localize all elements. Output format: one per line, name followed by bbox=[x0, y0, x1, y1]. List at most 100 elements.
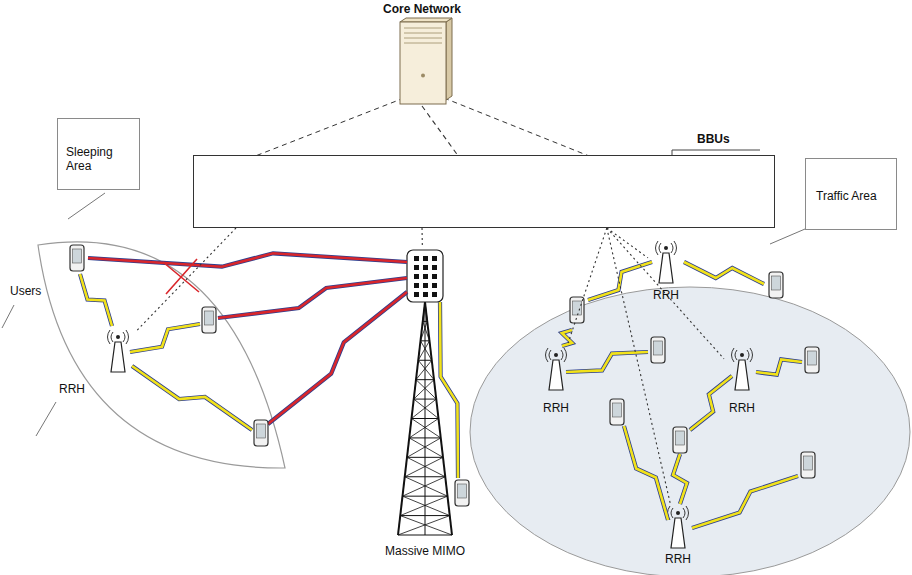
wireless-link bbox=[130, 324, 200, 352]
tower-brace bbox=[407, 457, 445, 476]
mimo-element bbox=[432, 283, 437, 288]
phone-body bbox=[801, 452, 815, 478]
mimo-element bbox=[414, 292, 419, 297]
user-phone bbox=[805, 347, 819, 373]
tower-brace bbox=[400, 496, 447, 515]
link-bolt bbox=[130, 324, 200, 352]
fronthaul-line bbox=[568, 228, 607, 343]
link-outline bbox=[624, 426, 668, 520]
user-phone bbox=[610, 399, 624, 425]
wireless-link bbox=[440, 302, 458, 478]
rrh-antenna-icon bbox=[108, 330, 129, 372]
rrh-antenna-icon bbox=[732, 348, 753, 390]
mimo-element bbox=[423, 274, 428, 279]
mimo-element bbox=[432, 256, 437, 261]
antenna-body bbox=[111, 342, 125, 372]
rrh-antenna-icon bbox=[546, 348, 567, 390]
mimo-element bbox=[414, 274, 419, 279]
tower-bar bbox=[403, 496, 448, 497]
rrh-node: RRH bbox=[100, 322, 136, 378]
antenna-waves bbox=[732, 348, 753, 362]
antenna-waves bbox=[108, 330, 129, 344]
antenna-tip bbox=[740, 353, 744, 357]
link-bolt bbox=[756, 359, 802, 374]
tower-brace bbox=[409, 438, 443, 457]
tower-bar bbox=[423, 321, 428, 322]
node-label: Core Network bbox=[372, 2, 472, 16]
antenna-tip bbox=[664, 246, 668, 250]
phone-body bbox=[769, 272, 783, 298]
leader-line bbox=[36, 402, 56, 436]
area-label: Users bbox=[10, 284, 41, 298]
wireless-link bbox=[588, 262, 652, 300]
massive-mimo-node: Massive MIMO bbox=[380, 248, 470, 560]
rrh-antenna-icon bbox=[656, 241, 677, 283]
tower-brace bbox=[407, 438, 441, 457]
user-phone bbox=[455, 480, 469, 506]
leader-line bbox=[770, 229, 805, 244]
phone-screen bbox=[573, 301, 582, 315]
phone-screen bbox=[808, 351, 817, 365]
tower-brace bbox=[409, 419, 438, 438]
server-icon bbox=[400, 18, 452, 104]
tower-brace bbox=[421, 321, 428, 340]
tower-brace bbox=[403, 477, 446, 496]
tower-brace bbox=[416, 360, 432, 379]
tower-bar bbox=[414, 399, 437, 400]
phone-body bbox=[610, 399, 624, 425]
phone-body bbox=[651, 337, 665, 363]
fronthaul-line bbox=[607, 228, 670, 503]
antenna-body bbox=[671, 518, 685, 548]
server-slot bbox=[404, 43, 442, 44]
link-bolt bbox=[690, 376, 732, 430]
server-slot bbox=[404, 28, 442, 29]
node-label: Massive MIMO bbox=[380, 544, 470, 558]
tower-brace bbox=[414, 399, 439, 418]
antenna-body bbox=[659, 253, 673, 283]
user-phone bbox=[570, 297, 584, 323]
wireless-link bbox=[692, 476, 798, 528]
link-outline bbox=[132, 366, 252, 430]
link-bolt bbox=[132, 366, 252, 430]
link-bolt bbox=[684, 262, 764, 284]
wireless-link bbox=[562, 330, 572, 346]
user-phone bbox=[651, 337, 665, 363]
mimo-element bbox=[414, 283, 419, 288]
tower-brace bbox=[403, 496, 450, 515]
wireless-link bbox=[684, 262, 764, 284]
phone-body bbox=[70, 245, 84, 271]
tower-bar bbox=[416, 379, 434, 380]
server-front bbox=[400, 22, 446, 104]
tower-bar bbox=[398, 535, 452, 536]
tower-brace bbox=[418, 341, 429, 360]
wireless-link bbox=[80, 274, 112, 326]
user-phone bbox=[254, 420, 268, 446]
wireless-link bbox=[132, 366, 252, 430]
tower-bar bbox=[405, 476, 446, 477]
tower-bar bbox=[409, 437, 441, 438]
sleeping-area-region bbox=[38, 242, 285, 468]
mimo-element bbox=[432, 292, 437, 297]
link-outline bbox=[562, 330, 572, 346]
wireless-link bbox=[690, 376, 732, 430]
phone-body bbox=[254, 420, 268, 446]
callout-box: Traffic Area bbox=[805, 158, 897, 230]
tower-brace bbox=[412, 419, 441, 438]
link-bolt bbox=[673, 454, 687, 504]
node-label: Sleeping Area bbox=[66, 145, 133, 173]
tower-brace bbox=[414, 380, 434, 399]
mimo-panel bbox=[407, 250, 443, 302]
link-bolt bbox=[624, 426, 668, 520]
server-slot bbox=[404, 33, 442, 34]
antenna-tip bbox=[676, 511, 680, 515]
rrh-node: RRH bbox=[660, 503, 696, 571]
tower-brace bbox=[418, 360, 434, 379]
wireless-link bbox=[624, 426, 668, 520]
leader-line bbox=[2, 305, 14, 328]
backhaul-line bbox=[422, 106, 458, 155]
leader-line bbox=[68, 193, 105, 219]
link-outline bbox=[440, 302, 458, 478]
